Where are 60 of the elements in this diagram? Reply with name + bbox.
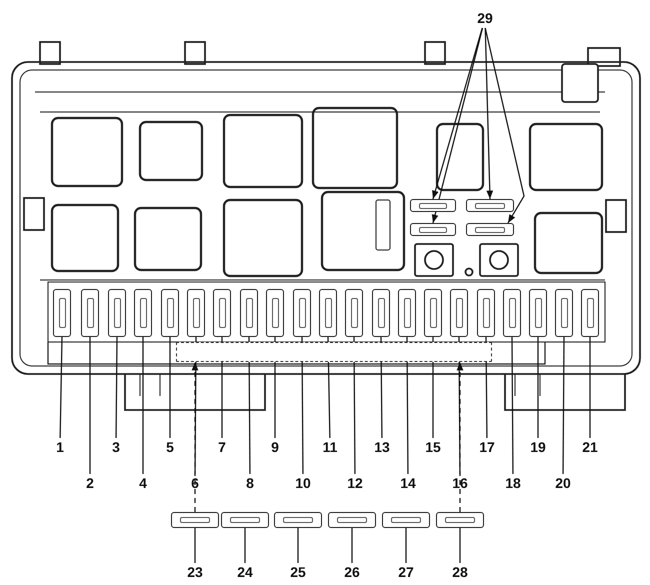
callout-number: 20 — [551, 474, 575, 492]
blade-fuse — [108, 289, 126, 337]
callout-number: 14 — [396, 474, 420, 492]
callout-number: 24 — [233, 563, 257, 581]
spare-fuse-strip — [176, 342, 492, 362]
blade-fuse — [529, 289, 547, 337]
blade-fuse — [213, 289, 231, 337]
callout-number: 9 — [263, 438, 287, 456]
callout-number: 11 — [318, 438, 342, 456]
spare-fuse — [221, 512, 269, 528]
blade-fuse — [240, 289, 258, 337]
callout-number: 27 — [394, 563, 418, 581]
blade-fuse — [266, 289, 284, 337]
blade-fuse — [293, 289, 311, 337]
spare-fuse — [328, 512, 376, 528]
blade-fuse — [477, 289, 495, 337]
callout-number: 10 — [291, 474, 315, 492]
callout-number: 6 — [183, 474, 207, 492]
blade-fuse — [581, 289, 599, 337]
blade-fuse — [555, 289, 573, 337]
small-fuse — [466, 223, 514, 236]
callout-number: 28 — [448, 563, 472, 581]
callout-number: 16 — [448, 474, 472, 492]
blade-fuse — [345, 289, 363, 337]
spare-fuse — [171, 512, 219, 528]
callout-number: 26 — [340, 563, 364, 581]
blade-fuse — [503, 289, 521, 337]
small-fuse — [466, 199, 514, 212]
blade-fuse — [161, 289, 179, 337]
callout-number: 19 — [526, 438, 550, 456]
blade-fuse — [424, 289, 442, 337]
callout-number: 2 — [78, 474, 102, 492]
blade-fuse — [134, 289, 152, 337]
small-fuse — [410, 223, 456, 236]
callout-number: 1 — [48, 438, 72, 456]
callout-number: 13 — [370, 438, 394, 456]
spare-fuse — [436, 512, 484, 528]
blade-fuse — [319, 289, 337, 337]
callout-number: 8 — [238, 474, 262, 492]
blade-fuse — [81, 289, 99, 337]
callout-number: 23 — [183, 563, 207, 581]
blade-fuse — [372, 289, 390, 337]
callout-number: 18 — [501, 474, 525, 492]
callout-number: 4 — [131, 474, 155, 492]
callout-number: 17 — [475, 438, 499, 456]
callout-number: 7 — [210, 438, 234, 456]
callout-number: 29 — [472, 8, 498, 28]
spare-fuse — [382, 512, 430, 528]
blade-fuse — [398, 289, 416, 337]
callout-number: 25 — [286, 563, 310, 581]
small-fuse — [410, 199, 456, 212]
callout-number: 5 — [158, 438, 182, 456]
spare-fuse — [274, 512, 322, 528]
callout-number: 3 — [104, 438, 128, 456]
blade-fuse — [187, 289, 205, 337]
blade-fuse — [450, 289, 468, 337]
blade-fuse — [53, 289, 71, 337]
callout-number: 15 — [421, 438, 445, 456]
callout-number: 21 — [578, 438, 602, 456]
callout-number: 12 — [343, 474, 367, 492]
